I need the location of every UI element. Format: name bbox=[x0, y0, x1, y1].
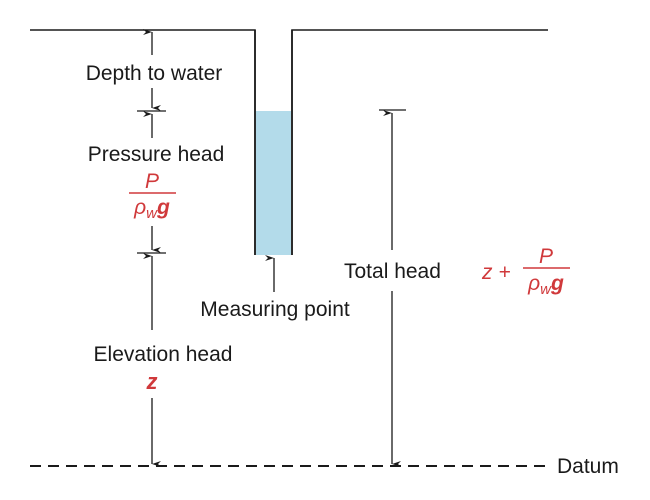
water-column bbox=[256, 111, 291, 255]
pressure-head-formula: P ρwg bbox=[129, 170, 176, 222]
pressure-head-label: Pressure head bbox=[88, 143, 225, 166]
elevation-formula: z bbox=[146, 369, 158, 394]
total-numerator: P bbox=[539, 245, 553, 268]
total-denominator: ρwg bbox=[527, 272, 564, 298]
depth-to-water-label: Depth to water bbox=[86, 62, 223, 85]
total-head-formula: z + P ρwg bbox=[481, 245, 570, 298]
ground-surface-right bbox=[291, 29, 548, 255]
pressure-numerator: P bbox=[145, 170, 159, 193]
pressure-denominator: ρwg bbox=[133, 196, 170, 222]
elevation-head-label: Elevation head bbox=[94, 343, 233, 366]
total-head-label: Total head bbox=[344, 260, 441, 283]
total-prefix: z + bbox=[481, 261, 511, 284]
measuring-point-label: Measuring point bbox=[200, 298, 350, 321]
datum-label: Datum bbox=[557, 455, 619, 478]
